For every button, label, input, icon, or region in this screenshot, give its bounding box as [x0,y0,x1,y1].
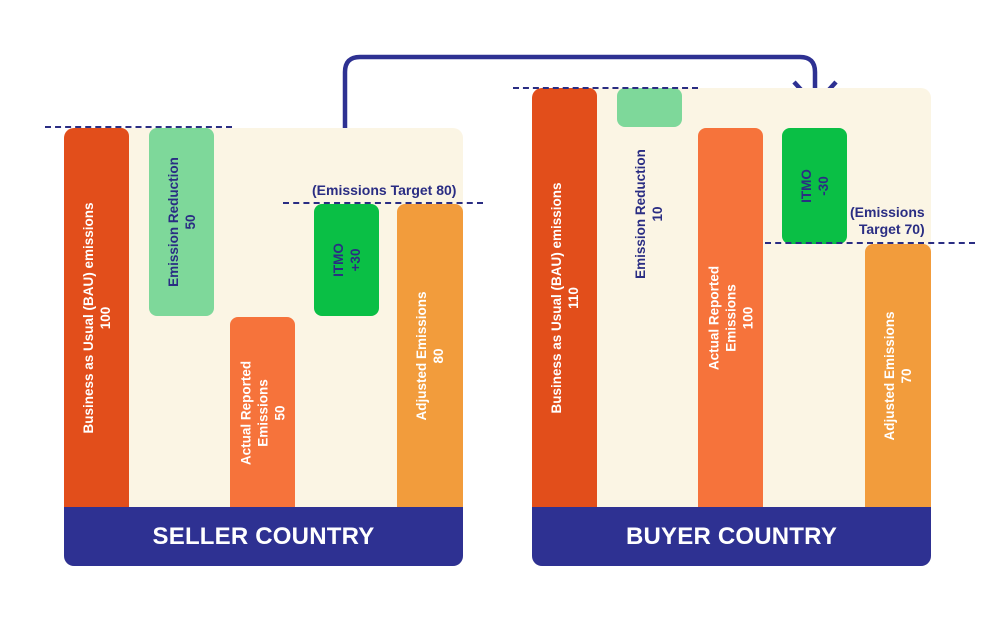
seller-bau-bar: Business as Usual (BAU) emissions 100 [64,128,129,508]
buyer-target-line [765,242,975,244]
seller-adjusted-value: 80 [431,348,446,364]
seller-reduction-label: Emission Reduction [165,157,181,287]
seller-target-text: (Emissions Target 80) [312,182,457,198]
buyer-adjusted-value: 70 [899,368,914,384]
buyer-reduction-value: 10 [650,206,665,222]
seller-reduction-value: 50 [182,214,198,230]
seller-country-panel: Business as Usual (BAU) emissions 100 Em… [64,128,463,566]
seller-actual-bar: Actual Reported Emissions 50 [230,317,295,508]
buyer-adjusted-bar: Adjusted Emissions 70 [865,244,931,508]
buyer-actual-label-2: Emissions [723,284,738,352]
seller-bau-value: 100 [97,306,113,330]
buyer-adjusted-label: Adjusted Emissions [882,311,897,441]
buyer-target-line-1: (Emissions [850,204,925,220]
buyer-actual-bar: Actual Reported Emissions 100 [698,128,763,508]
buyer-reduction-label: Emission Reduction [633,149,648,279]
seller-reduction-bar: Emission Reduction 50 [149,128,214,316]
buyer-bau-value: 110 [565,287,581,309]
buyer-actual-value: 100 [740,306,755,330]
buyer-country-panel: Business as Usual (BAU) emissions 110 Em… [532,88,931,566]
seller-bau-label: Business as Usual (BAU) emissions [80,202,96,434]
buyer-target-line-2: Target 70) [858,221,925,237]
seller-target-line [283,202,483,204]
seller-itmo-label: ITMO [330,243,346,277]
buyer-bau-level-line [513,87,698,89]
seller-actual-label-2: Emissions [255,378,270,447]
seller-actual-value: 50 [272,404,287,421]
buyer-reduction-text: Emission Reduction 10 [632,149,666,279]
buyer-target-text: (Emissions Target 70) [850,204,925,238]
seller-adjusted-bar: Adjusted Emissions 80 [397,204,463,508]
seller-adjusted-label: Adjusted Emissions [414,291,429,421]
seller-actual-label-1: Actual Reported [238,360,253,465]
buyer-reduction-bar [617,88,682,127]
seller-country-title: SELLER COUNTRY [64,507,463,566]
buyer-bau-label: Business as Usual (BAU) emissions [548,182,564,414]
buyer-itmo-bar: ITMO -30 [782,128,847,244]
seller-bau-level-line [45,126,232,128]
buyer-itmo-value: -30 [815,176,831,196]
seller-itmo-value: +30 [347,248,363,272]
buyer-actual-label-1: Actual Reported [706,265,721,371]
seller-itmo-bar: ITMO +30 [314,204,379,316]
buyer-bau-bar: Business as Usual (BAU) emissions 110 [532,88,597,508]
buyer-itmo-label: ITMO [798,169,814,203]
buyer-country-title: BUYER COUNTRY [532,507,931,566]
